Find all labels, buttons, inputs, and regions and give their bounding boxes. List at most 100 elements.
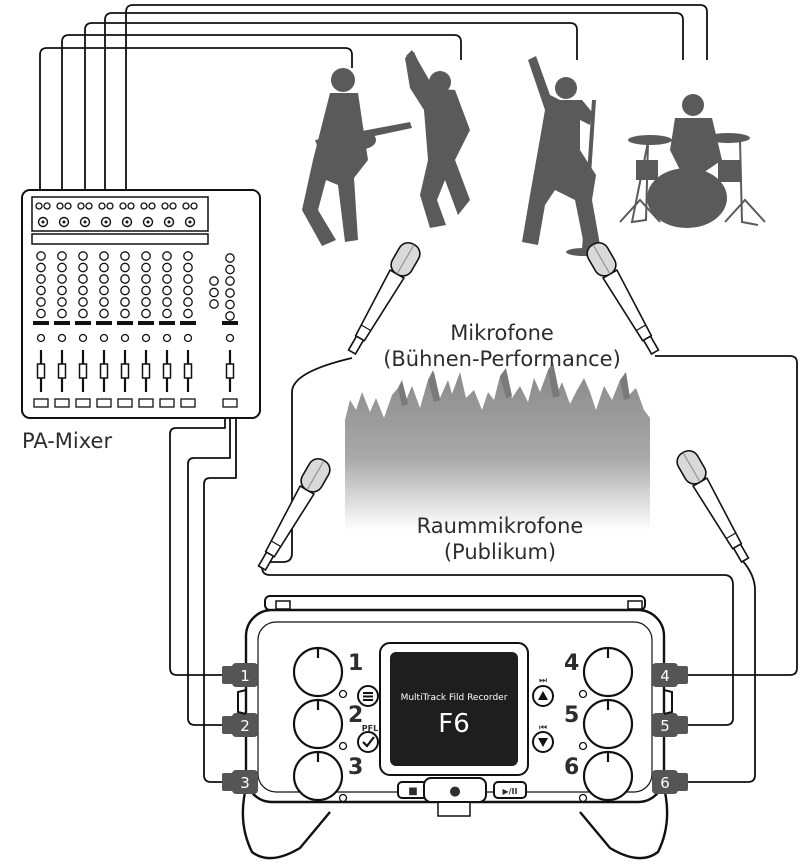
mixer-channel-button[interactable] — [54, 398, 70, 408]
mixer-master-knob[interactable] — [209, 276, 219, 286]
mixer-pan-knob[interactable] — [225, 333, 235, 343]
mixer-knob[interactable] — [183, 251, 193, 261]
mixer-knob[interactable] — [57, 308, 67, 319]
mixer-knob[interactable] — [36, 251, 46, 261]
mixer-pan-knob[interactable] — [162, 333, 172, 343]
mixer-knob[interactable] — [120, 297, 130, 307]
mixer-jack-center — [146, 220, 150, 224]
mixer-master-knob[interactable] — [209, 287, 219, 298]
stage-mic-left — [347, 241, 421, 356]
mixer-knob[interactable] — [162, 262, 172, 273]
mixer-channel-button[interactable] — [33, 398, 49, 408]
fader-handle[interactable] — [141, 363, 151, 379]
mixer-pan-knob[interactable] — [36, 333, 46, 343]
mixer-channel-button[interactable] — [180, 398, 196, 408]
fader-handle[interactable] — [36, 363, 46, 379]
mixer-knob[interactable] — [120, 285, 130, 296]
mixer-knob[interactable] — [57, 297, 67, 307]
mixer-master-knob[interactable] — [225, 288, 235, 298]
mixer-master-knob[interactable] — [225, 311, 235, 321]
fader-handle[interactable] — [57, 363, 67, 379]
mixer-pan-knob[interactable] — [99, 333, 109, 343]
input-jack-4[interactable] — [652, 663, 678, 687]
mixer-knob[interactable] — [99, 285, 109, 296]
mixer-knob[interactable] — [183, 262, 193, 273]
mixer-knob[interactable] — [162, 297, 172, 307]
mixer-knob[interactable] — [141, 308, 151, 319]
mixer-knob[interactable] — [141, 262, 151, 273]
input-jack-label-3: 3 — [240, 774, 250, 792]
mixer-knob[interactable] — [141, 285, 151, 296]
mixer-knob[interactable] — [57, 285, 67, 296]
mixer-knob[interactable] — [183, 297, 193, 307]
mixer-knob[interactable] — [99, 297, 109, 307]
mixer-knob[interactable] — [78, 274, 88, 284]
mixer-pan-knob[interactable] — [57, 333, 67, 343]
record-button[interactable] — [423, 777, 487, 803]
play-pause-button[interactable] — [493, 781, 527, 799]
fader-handle[interactable] — [183, 363, 193, 379]
mixer-knob[interactable] — [57, 262, 67, 273]
mixer-channel-button[interactable] — [96, 398, 112, 408]
mixer-pan-knob[interactable] — [78, 333, 88, 343]
led-indicator — [578, 689, 588, 699]
mixer-knob[interactable] — [183, 274, 193, 284]
mixer-knob[interactable] — [57, 274, 67, 284]
mixer-channel-button[interactable] — [117, 398, 133, 408]
fader-handle[interactable] — [162, 363, 172, 379]
mixer-pan-knob[interactable] — [141, 333, 151, 343]
mixer-channel-button[interactable] — [222, 398, 238, 408]
mixer-knob[interactable] — [78, 308, 88, 319]
microphones — [257, 241, 750, 572]
mixer-knob[interactable] — [120, 262, 130, 273]
mixer-knob[interactable] — [183, 285, 193, 296]
mixer-knob[interactable] — [141, 274, 151, 284]
mixer-knob[interactable] — [78, 251, 88, 261]
mixer-channel-button[interactable] — [138, 398, 154, 408]
mixer-knob[interactable] — [36, 274, 46, 284]
input-jack-2[interactable] — [232, 713, 258, 737]
mixer-master-knob[interactable] — [225, 264, 235, 275]
mixer-knob[interactable] — [183, 308, 193, 319]
mixer-knob[interactable] — [162, 251, 172, 261]
pfl-button[interactable] — [357, 731, 379, 753]
mixer-knob[interactable] — [78, 262, 88, 273]
mixer-knob[interactable] — [162, 285, 172, 296]
mixer-knob[interactable] — [120, 274, 130, 284]
mixer-knob[interactable] — [162, 308, 172, 319]
input-jack-5[interactable] — [652, 713, 678, 737]
fader-handle[interactable] — [120, 363, 130, 379]
mixer-channel-button[interactable] — [75, 398, 91, 408]
mixer-knob[interactable] — [78, 297, 88, 307]
mixer-knob[interactable] — [36, 262, 46, 273]
mixer-pan-knob[interactable] — [183, 333, 193, 343]
mixer-master-knob[interactable] — [225, 299, 235, 310]
input-jack-3[interactable] — [232, 770, 258, 794]
input-jack-6[interactable] — [652, 770, 678, 794]
mixer-knob[interactable] — [120, 251, 130, 261]
fader-handle[interactable] — [225, 363, 235, 379]
mixer-master-knob[interactable] — [225, 276, 235, 286]
mixer-knob[interactable] — [78, 285, 88, 296]
mixer-knob[interactable] — [36, 285, 46, 296]
mixer-knob[interactable] — [36, 297, 46, 307]
mixer-jack — [79, 216, 91, 228]
mixer-channel-button[interactable] — [159, 398, 175, 408]
mixer-master-knob[interactable] — [209, 299, 219, 309]
fader-handle[interactable] — [78, 363, 88, 379]
mixer-knob[interactable] — [141, 251, 151, 261]
mixer-pan-knob[interactable] — [120, 333, 130, 343]
mixer-knob[interactable] — [57, 251, 67, 261]
mixer-knob[interactable] — [99, 262, 109, 273]
fader-handle[interactable] — [99, 363, 109, 379]
mic-body — [691, 476, 743, 550]
mixer-knob[interactable] — [99, 274, 109, 284]
input-jack-1[interactable] — [232, 663, 258, 687]
mixer-knob[interactable] — [120, 308, 130, 319]
mixer-knob[interactable] — [99, 251, 109, 261]
mixer-knob[interactable] — [36, 308, 46, 319]
mixer-knob[interactable] — [141, 297, 151, 307]
mixer-knob[interactable] — [99, 308, 109, 319]
mixer-knob[interactable] — [162, 274, 172, 284]
mixer-master-knob[interactable] — [225, 253, 235, 263]
